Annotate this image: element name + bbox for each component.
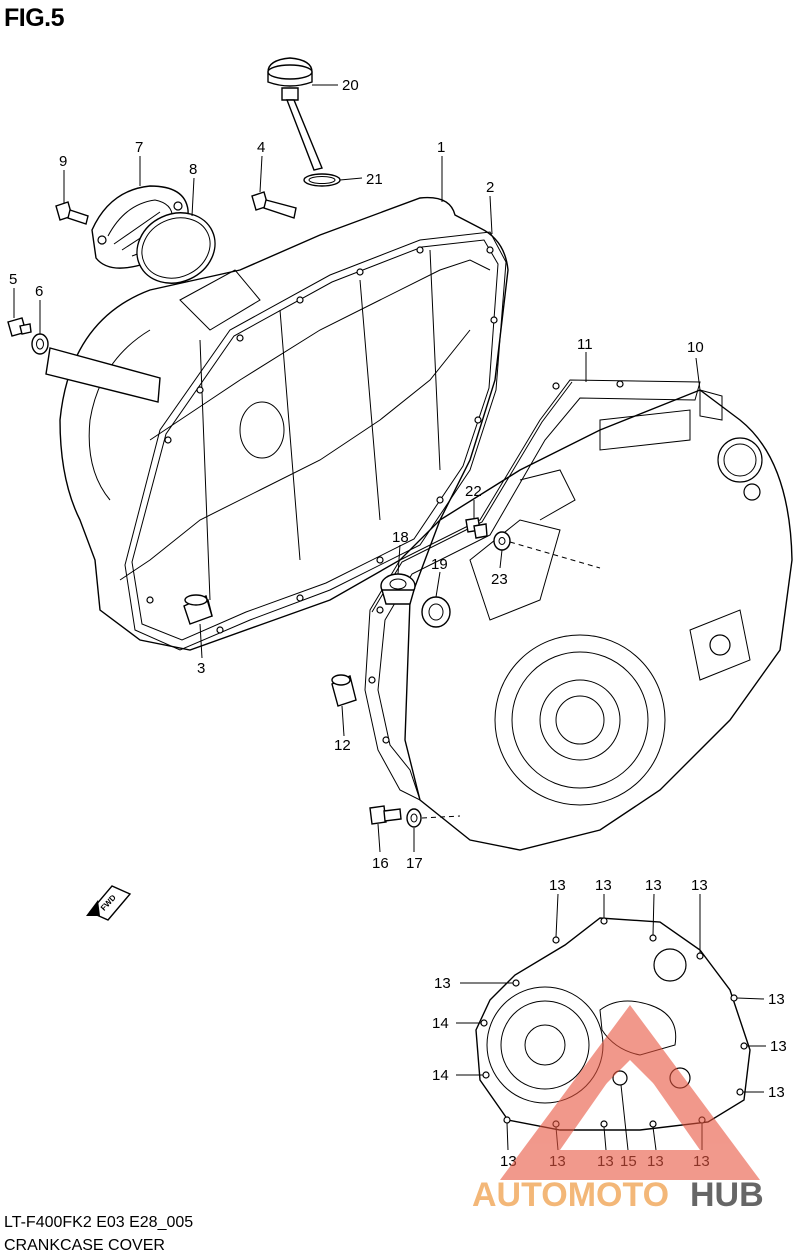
cover-bolt-detail bbox=[475, 917, 751, 1131]
callout-6: 6 bbox=[35, 283, 43, 300]
callout-8: 8 bbox=[189, 161, 197, 178]
callout-12: 12 bbox=[334, 737, 351, 754]
callout-4: 4 bbox=[257, 139, 265, 156]
washer bbox=[406, 808, 422, 828]
callout-2: 2 bbox=[486, 179, 494, 196]
bolt bbox=[251, 191, 297, 219]
oil-seal bbox=[380, 573, 416, 605]
watermark-logo bbox=[500, 1005, 760, 1180]
callout-13: 13 bbox=[768, 991, 785, 1008]
watermark-inner-peak-icon bbox=[560, 1040, 700, 1110]
gasket-bolt-holes bbox=[146, 246, 498, 634]
cover-gasket bbox=[136, 212, 216, 284]
callout-7: 7 bbox=[135, 139, 143, 156]
oil-filler-cap bbox=[267, 57, 323, 171]
callout-11: 11 bbox=[577, 336, 593, 353]
bolt bbox=[369, 805, 402, 825]
callout-19: 19 bbox=[431, 556, 448, 573]
callout-5: 5 bbox=[9, 271, 17, 288]
callout-13: 13 bbox=[691, 877, 708, 894]
callout-3: 3 bbox=[197, 660, 205, 677]
callout-13: 13 bbox=[434, 975, 451, 992]
fwd-arrow: FWD bbox=[86, 885, 132, 921]
watermark-brand-part1: AUTOMOTO bbox=[472, 1176, 669, 1214]
drain-plug bbox=[7, 317, 32, 337]
crankcase-cover-gasket bbox=[124, 231, 507, 651]
crankcase-cover-left bbox=[45, 196, 509, 651]
washer bbox=[493, 531, 511, 551]
callout-18: 18 bbox=[392, 529, 409, 546]
callout-21: 21 bbox=[366, 171, 383, 188]
callout-13: 13 bbox=[645, 877, 662, 894]
callout-13: 13 bbox=[770, 1038, 787, 1055]
callout-23: 23 bbox=[491, 571, 508, 588]
watermark-brand-part2: HUB bbox=[690, 1176, 764, 1214]
crankcase-cover-right bbox=[404, 389, 793, 851]
callout-20: 20 bbox=[342, 77, 359, 94]
callout-10: 10 bbox=[687, 339, 704, 356]
callout-13: 13 bbox=[595, 877, 612, 894]
callout-1: 1 bbox=[437, 139, 445, 156]
o-ring bbox=[421, 596, 451, 628]
diagram-caption: CRANKCASE COVER bbox=[4, 1237, 165, 1254]
callout-13: 13 bbox=[768, 1084, 785, 1101]
washer bbox=[31, 333, 49, 355]
callout-17: 17 bbox=[406, 855, 423, 872]
model-code: LT-F400FK2 E03 E28_005 bbox=[4, 1214, 194, 1231]
dowel-pin bbox=[331, 674, 357, 707]
bolt bbox=[465, 517, 488, 539]
callout-14: 14 bbox=[432, 1015, 449, 1032]
o-ring bbox=[303, 173, 341, 187]
watermark-triangle-icon bbox=[500, 1005, 760, 1180]
callout-16: 16 bbox=[372, 855, 389, 872]
callout-22: 22 bbox=[465, 483, 482, 500]
dowel-pin bbox=[183, 594, 213, 625]
callout-9: 9 bbox=[59, 153, 67, 170]
figure-title: FIG.5 bbox=[4, 4, 65, 32]
leader-lines bbox=[13, 84, 766, 1151]
watermark-text: AUTOMOTO HUB bbox=[472, 1176, 764, 1214]
bolt bbox=[55, 201, 89, 225]
callout-13: 13 bbox=[549, 877, 566, 894]
callout-14: 14 bbox=[432, 1067, 449, 1084]
